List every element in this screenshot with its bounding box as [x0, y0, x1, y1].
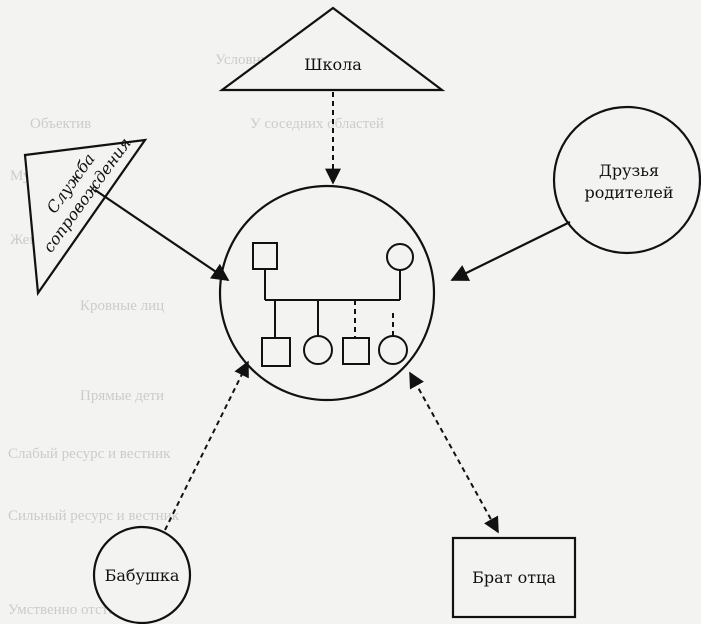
- fathers-brother-label: Брат отца: [472, 568, 556, 587]
- escort-service-node: Служба сопровождения: [23, 134, 148, 297]
- family-to-brother-arrow: [409, 371, 499, 534]
- foster-daughter-symbol: [378, 335, 408, 365]
- school-node: Школа: [218, 6, 446, 92]
- parents-friends-label-line1: Друзья: [599, 161, 659, 180]
- grandmother-label: Бабушка: [105, 566, 180, 585]
- bg-text-line: У соседних областей: [250, 116, 384, 132]
- bg-text-line: Объектив: [30, 116, 92, 132]
- escort-to-family-arrow: [94, 189, 230, 281]
- bg-text-line: Прямые дети: [80, 388, 165, 404]
- family-circle: [218, 184, 436, 402]
- daughter-symbol: [303, 335, 333, 365]
- bg-text-line: Кровные лиц: [80, 298, 165, 314]
- school-label: Школа: [304, 55, 362, 74]
- parents-friends-node: Друзья родителей: [552, 105, 701, 255]
- bg-text-line: Сильный ресурс и вестник: [8, 508, 179, 524]
- grandmother-node: Бабушка: [92, 525, 192, 624]
- bg-text-line: Слабый ресурс и вестник: [8, 446, 171, 462]
- foster-son-symbol: [342, 337, 370, 365]
- fathers-brother-node: Брат отца: [451, 536, 577, 619]
- parents-friends-label-line2: родителей: [584, 183, 673, 202]
- son-symbol: [261, 337, 291, 367]
- friends-to-family-arrow: [450, 221, 571, 281]
- grandmother-to-family-arrow: [164, 360, 249, 531]
